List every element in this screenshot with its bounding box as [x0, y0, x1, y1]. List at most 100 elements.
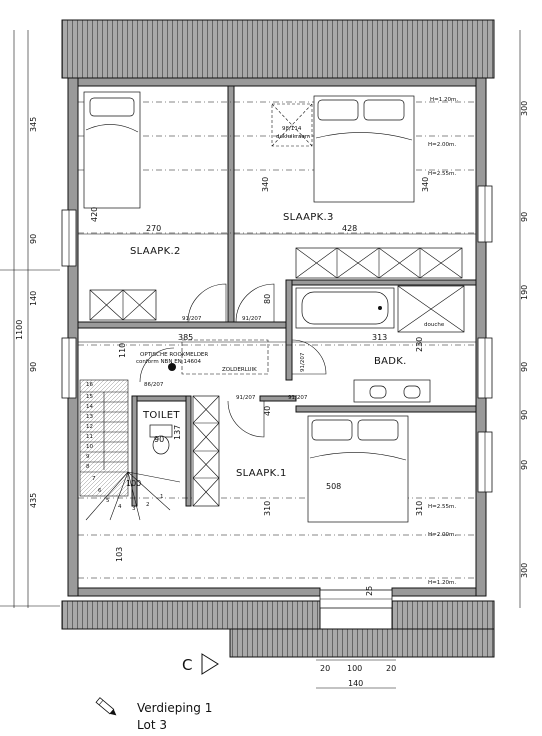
step-10: 10 — [86, 444, 93, 450]
dim-270: 270 — [146, 224, 161, 233]
dim-310: 310 — [263, 501, 272, 516]
interior-walls — [77, 85, 477, 507]
dim-428: 428 — [342, 224, 357, 233]
room-label-badk: BADK. — [374, 356, 407, 367]
zolderluik-hatch — [168, 339, 269, 375]
door-label-slaapk3: 91/207 — [242, 316, 262, 322]
outer-walls — [67, 77, 487, 597]
step-4: 4 — [118, 504, 122, 510]
step-15: 15 — [86, 394, 93, 400]
dim-100-stair: 100 — [126, 479, 141, 488]
dim-137: 137 — [173, 425, 182, 440]
dim-right-90d: 90 — [520, 460, 529, 470]
dim-right-90: 90 — [520, 212, 529, 222]
bed-slaapk1 — [307, 415, 409, 523]
dim-left-1100: 1100 — [15, 320, 24, 340]
wardrobe-slaapk1 — [192, 395, 220, 507]
washbasins — [353, 379, 431, 403]
step-5: 5 — [106, 498, 110, 504]
height-top-1: H=1.20m. — [430, 97, 458, 103]
roof-window-hatch — [271, 103, 313, 147]
hatch-size: 98/114 — [282, 126, 302, 132]
dim-left-90: 90 — [29, 234, 38, 244]
smoke-detector-2: conform NBN EN 14604 — [136, 359, 202, 365]
door-label-slaapk1: 91/207 — [236, 395, 256, 401]
door-label-slaapk2: 91/207 — [182, 316, 202, 322]
section-marker: C — [182, 653, 219, 675]
smoke-detector-1: OPTISCHE ROOKMELDER — [140, 352, 208, 358]
dimension-lines — [0, 30, 521, 689]
stair-step-numbers: 16 15 14 13 12 11 10 9 8 7 6 5 4 3 2 1 — [86, 382, 164, 512]
height-top-3: H=2.55m. — [428, 171, 456, 177]
door-swings — [139, 283, 327, 438]
step-7: 7 — [92, 476, 96, 482]
section-letter: C — [182, 656, 192, 674]
dim-bottom-20b: 20 — [386, 664, 396, 673]
step-2: 2 — [146, 502, 150, 508]
dim-313: 313 — [372, 333, 387, 342]
roof-bottom — [61, 600, 495, 658]
toilet-bowl — [149, 424, 173, 455]
dim-110: 110 — [118, 343, 127, 358]
wardrobe-slaapk3 — [295, 247, 463, 279]
roof-top — [61, 19, 495, 79]
door-label-toilet: 86/207 — [144, 382, 164, 388]
dim-103: 103 — [115, 547, 124, 562]
bed-slaapk3 — [313, 95, 415, 203]
legend-floor: Verdieping 1 — [137, 701, 212, 715]
pencil-icon — [95, 697, 117, 716]
dim-left-345: 345 — [29, 117, 38, 132]
dim-508: 508 — [326, 482, 341, 491]
step-6: 6 — [98, 488, 102, 494]
height-bottom-2: H=2.00m. — [428, 532, 456, 538]
room-label-toilet: TOILET — [142, 410, 180, 421]
step-1: 1 — [160, 494, 164, 500]
wardrobe-slaapk2 — [89, 289, 157, 321]
hatch-label: dakluikraam — [276, 134, 310, 140]
dim-right-300b: 300 — [520, 563, 529, 578]
height-lines — [78, 101, 476, 579]
dim-bottom-100: 100 — [347, 664, 362, 673]
dim-310b: 310 — [415, 501, 424, 516]
height-top-2: H=2.00m. — [428, 142, 456, 148]
dim-right-190: 190 — [520, 285, 529, 300]
dim-right-90c: 90 — [520, 410, 529, 420]
dim-80: 80 — [263, 294, 272, 304]
room-label-slaapk1: SLAAPK.1 — [236, 468, 287, 479]
dim-90-toilet: 90 — [154, 435, 164, 444]
dim-340: 340 — [261, 177, 270, 192]
room-label-slaapk3: SLAAPK.3 — [283, 212, 334, 223]
step-16: 16 — [86, 382, 93, 388]
dim-right-90b: 90 — [520, 362, 529, 372]
step-3: 3 — [132, 506, 136, 512]
step-14: 14 — [86, 404, 93, 410]
bed-slaapk2 — [83, 91, 141, 209]
dim-420: 420 — [90, 207, 99, 222]
dim-left-90b: 90 — [29, 362, 38, 372]
legend: Verdieping 1 Lot 3 — [95, 697, 212, 732]
step-13: 13 — [86, 414, 93, 420]
dim-25: 25 — [365, 586, 374, 596]
dim-bottom-20a: 20 — [320, 664, 330, 673]
zolderluik-label: ZOLDERLUIK — [222, 367, 257, 373]
dim-340b: 340 — [421, 177, 430, 192]
stairs — [79, 379, 181, 521]
douche-label: douche — [424, 322, 445, 328]
dim-385: 385 — [178, 333, 193, 342]
door-label-overloop: 91/207 — [288, 395, 308, 401]
step-8: 8 — [86, 464, 90, 470]
dim-40: 40 — [263, 406, 272, 416]
step-12: 12 — [86, 424, 93, 430]
room-label-slaapk2: SLAAPK.2 — [130, 246, 181, 257]
windows — [61, 185, 493, 609]
step-9: 9 — [86, 454, 90, 460]
dim-right-300: 300 — [520, 101, 529, 116]
door-label-badk: 91/207 — [300, 352, 306, 372]
height-bottom-3: H=1.20m. — [428, 580, 456, 586]
shower — [397, 285, 465, 333]
height-bottom-1: H=2.55m. — [428, 504, 456, 510]
dim-230: 230 — [415, 337, 424, 352]
bathtub — [295, 287, 395, 329]
dim-bottom-140: 140 — [348, 679, 363, 688]
